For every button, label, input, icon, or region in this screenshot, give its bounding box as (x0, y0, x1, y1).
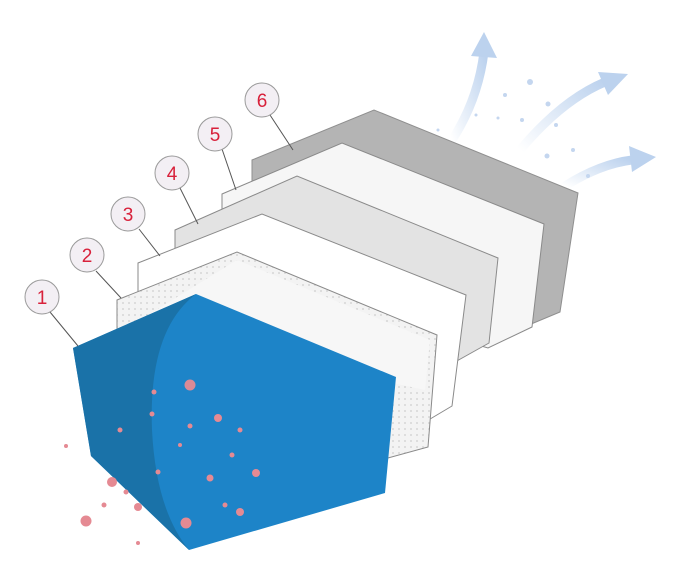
particle-dot-icon (206, 474, 214, 482)
particle-dot-icon (554, 123, 558, 127)
contaminant-particles (64, 379, 260, 545)
callout-1: 1 (24, 279, 60, 315)
particle-dot-icon (136, 541, 140, 545)
callout-6: 6 (244, 82, 280, 118)
particle-dot-icon (155, 469, 161, 475)
particle-dot-icon (123, 489, 129, 495)
particle-dot-icon (214, 414, 222, 422)
callout-3-number: 3 (123, 205, 134, 226)
callout-5: 5 (197, 116, 233, 152)
particle-dot-icon (545, 101, 551, 107)
particle-dot-icon (80, 515, 92, 527)
airflow-particles (436, 79, 590, 178)
particle-dot-icon (496, 116, 500, 120)
particle-dot-icon (184, 379, 196, 391)
particle-dot-icon (474, 113, 478, 117)
particle-dot-icon (527, 79, 533, 85)
particle-dot-icon (252, 469, 260, 477)
callout-5-number: 5 (210, 125, 221, 146)
layer-1-sheet (73, 294, 396, 550)
airflow-arrow-icon (515, 72, 628, 155)
callout-3: 3 (110, 196, 146, 232)
particle-dot-icon (222, 502, 228, 508)
particle-dot-icon (101, 502, 107, 508)
particle-dot-icon (180, 517, 192, 529)
particle-dot-icon (178, 443, 182, 447)
particle-dot-icon (117, 427, 123, 433)
callout-3-leader (138, 228, 161, 257)
particle-dot-icon (586, 174, 590, 178)
particle-dot-icon (107, 477, 117, 487)
callout-1-leader (49, 311, 79, 347)
particle-dot-icon (229, 452, 235, 458)
callout-6-leader (269, 114, 294, 151)
particle-dot-icon (237, 427, 243, 433)
particle-dot-icon (149, 411, 155, 417)
airflow-arrow-icon (447, 32, 497, 145)
particle-dot-icon (520, 118, 524, 122)
callout-1-number: 1 (37, 288, 48, 309)
particle-dot-icon (134, 503, 142, 511)
particle-dot-icon (64, 444, 68, 448)
particle-dot-icon (503, 93, 507, 97)
callout-2-number: 2 (82, 246, 93, 267)
airflow-arrow-icon (560, 146, 656, 191)
particle-dot-icon (151, 389, 157, 395)
airflow-arrows (436, 32, 656, 191)
callout-4-leader (179, 187, 199, 225)
callout-2-leader (95, 270, 122, 299)
particle-dot-icon (436, 128, 440, 132)
callout-2: 2 (69, 237, 105, 273)
callout-5-leader (221, 148, 237, 191)
callout-4-number: 4 (167, 164, 178, 185)
particle-dot-icon (571, 148, 575, 152)
particle-dot-icon (236, 508, 244, 516)
particle-dot-icon (187, 423, 193, 429)
layer-2-top-face (140, 260, 430, 390)
callout-6-number: 6 (257, 91, 268, 112)
particle-dot-icon (544, 153, 550, 159)
callout-4: 4 (154, 155, 190, 191)
callouts: 1 2 3 4 5 6 (24, 82, 280, 315)
callout-leaders (49, 114, 294, 347)
